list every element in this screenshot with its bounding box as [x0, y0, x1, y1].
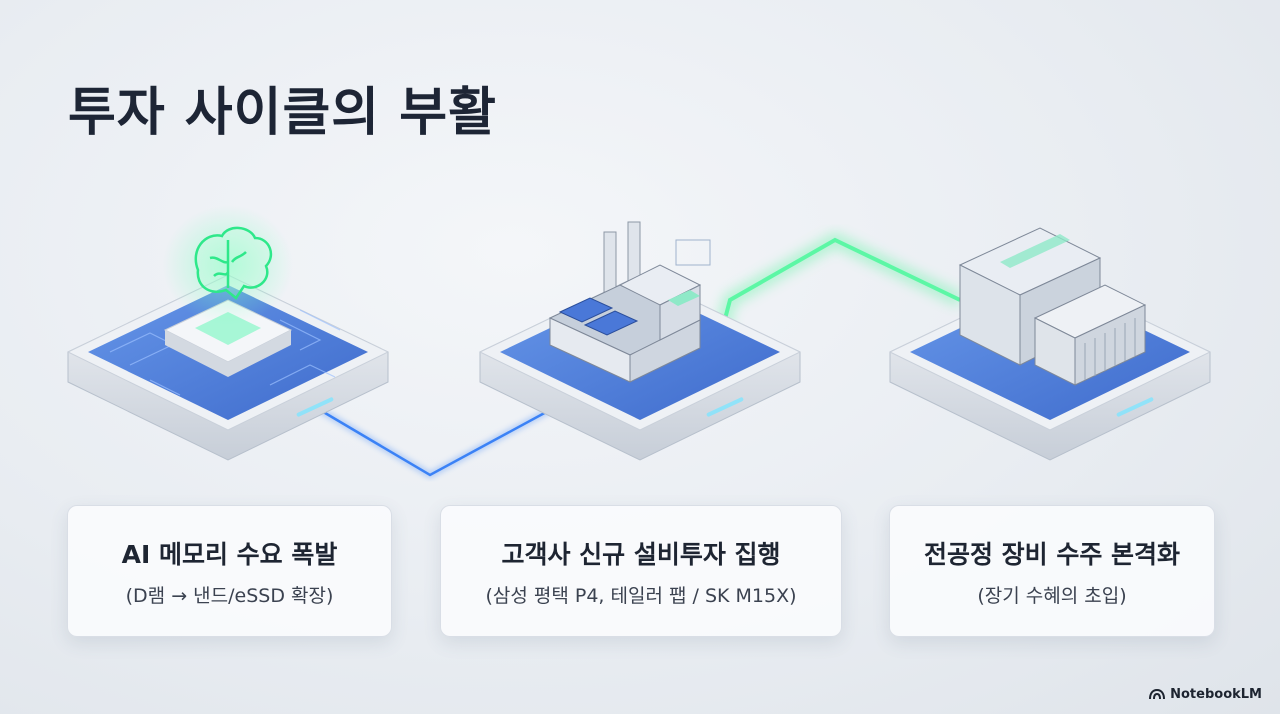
- page-title: 투자 사이클의 부활: [68, 83, 497, 143]
- stage-subtitle: (삼성 평택 P4, 테일러 팹 / SK M15X): [485, 584, 797, 607]
- stage-subtitle: (D램 → 낸드/eSSD 확장): [125, 584, 334, 607]
- stage-card-ai-memory: AI 메모리 수요 폭발 (D램 → 낸드/eSSD 확장): [67, 505, 392, 637]
- factory-icon: [548, 221, 711, 383]
- notebooklm-logo-icon: [1149, 689, 1166, 700]
- brand-watermark: NotebookLM: [1149, 687, 1262, 702]
- platform-equipment: [888, 227, 1212, 461]
- platform-ai-memory: [66, 205, 390, 461]
- stage-title: AI 메모리 수요 폭발: [121, 539, 338, 569]
- stage-card-capex: 고객사 신규 설비투자 집행 (삼성 평택 P4, 테일러 팹 / SK M15…: [440, 505, 842, 637]
- brand-label: NotebookLM: [1170, 687, 1262, 702]
- stage-subtitle: (장기 수혜의 초입): [977, 584, 1127, 607]
- stage-title: 고객사 신규 설비투자 집행: [501, 539, 781, 569]
- stage-card-equipment-orders: 전공정 장비 수주 본격화 (장기 수혜의 초입): [889, 505, 1215, 637]
- platform-factory: [478, 221, 802, 461]
- stage-title: 전공정 장비 수주 본격화: [923, 539, 1181, 569]
- blue-connector-line: [318, 407, 552, 479]
- brain-icon: [194, 226, 273, 300]
- shipping-container-icon: [958, 227, 1147, 386]
